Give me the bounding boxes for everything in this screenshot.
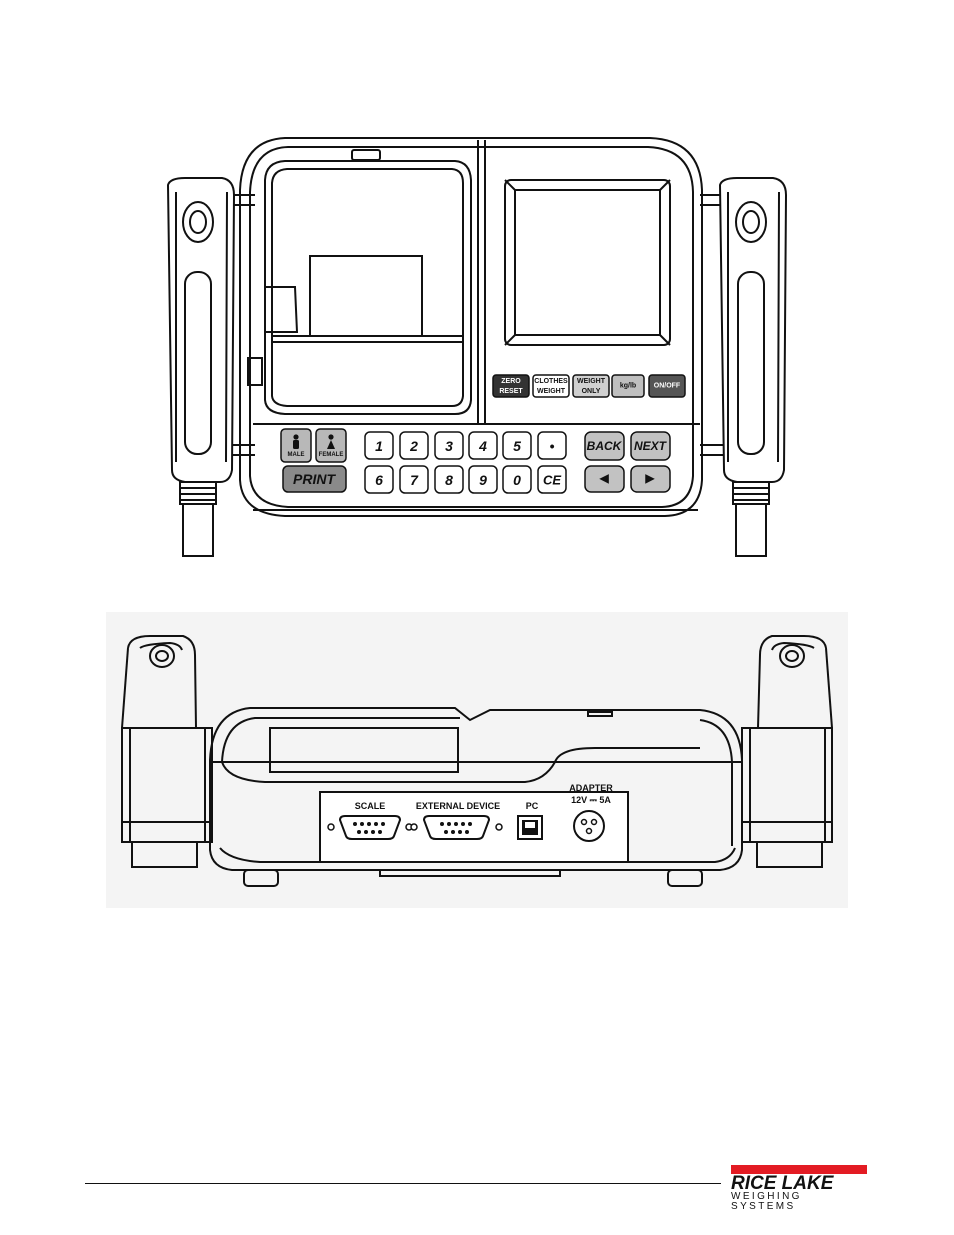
back-label: BACK bbox=[587, 439, 623, 453]
adapter-power-jack[interactable] bbox=[574, 811, 604, 841]
male-label: MALE bbox=[288, 452, 305, 458]
key-decimal-label: • bbox=[550, 438, 555, 454]
male-icon bbox=[293, 434, 299, 449]
key-3-label: 3 bbox=[445, 438, 453, 454]
external-device-port-label: EXTERNAL DEVICE bbox=[416, 801, 500, 811]
on-off-label: ON/OFF bbox=[654, 383, 681, 390]
pc-port-label: PC bbox=[526, 801, 539, 811]
left-arrow-icon: ◄ bbox=[596, 471, 612, 488]
rear-view-diagram: SCALE EXTERNAL DEVICE PC ADAPTER 12V ⎓ 5… bbox=[0, 600, 954, 920]
brand-tagline: WEIGHING SYSTEMS bbox=[731, 1192, 867, 1212]
key-5-label: 5 bbox=[513, 438, 521, 454]
paper-roll-slot bbox=[310, 256, 422, 336]
female-label: FEMALE bbox=[319, 452, 344, 458]
key-ce-label: CE bbox=[543, 473, 561, 488]
scale-port-label: SCALE bbox=[355, 801, 386, 811]
left-handle bbox=[168, 178, 255, 556]
print-label: PRINT bbox=[293, 471, 336, 487]
key-0-label: 0 bbox=[513, 472, 521, 488]
key-6-label: 6 bbox=[375, 472, 383, 488]
key-8-label: 8 bbox=[445, 472, 453, 488]
footer-rule bbox=[85, 1183, 721, 1184]
reset-label: RESET bbox=[499, 388, 523, 395]
key-7-label: 7 bbox=[410, 472, 419, 488]
key-2-label: 2 bbox=[409, 438, 418, 454]
key-1-label: 1 bbox=[375, 438, 383, 454]
zero-label: ZERO bbox=[501, 378, 521, 385]
adapter-rating-label: 12V ⎓ 5A bbox=[571, 795, 611, 805]
external-device-db9-connector[interactable] bbox=[424, 816, 489, 839]
key-4-label: 4 bbox=[478, 438, 487, 454]
lcd-frame bbox=[505, 180, 670, 345]
scale-db9-connector[interactable] bbox=[340, 816, 400, 839]
right-handle bbox=[700, 178, 786, 556]
key-9-label: 9 bbox=[479, 472, 487, 488]
kg-lb-label: kg/lb bbox=[620, 383, 636, 390]
brand-wordmark: RICE LAKE bbox=[731, 1175, 867, 1192]
lcd-screen bbox=[515, 190, 660, 335]
next-label: NEXT bbox=[634, 439, 668, 453]
adapter-label: ADAPTER bbox=[569, 783, 613, 793]
right-arrow-icon: ► bbox=[642, 471, 658, 488]
